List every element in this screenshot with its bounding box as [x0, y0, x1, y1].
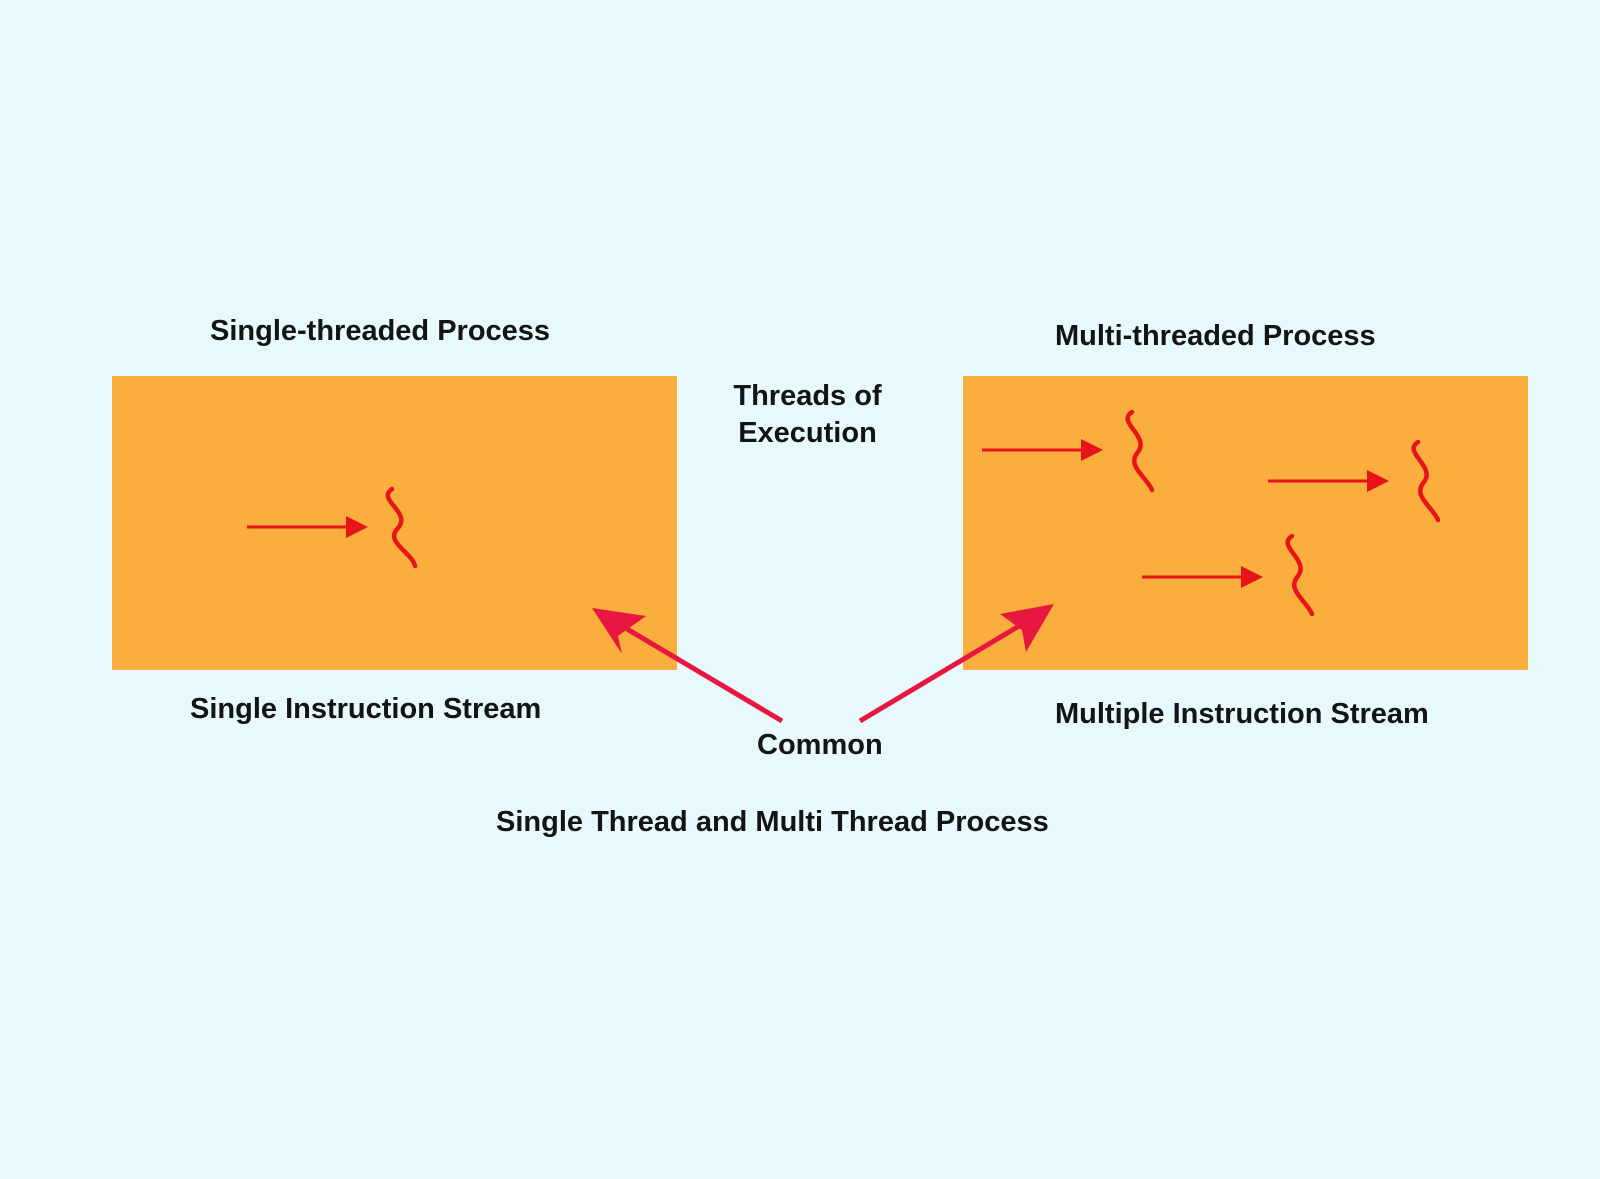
- multiple-instruction-stream-caption: Multiple Instruction Stream: [1055, 698, 1429, 730]
- threads-label-line2: Execution: [738, 417, 877, 450]
- single-process-heading: Single-threaded Process: [210, 315, 551, 347]
- threads-of-execution-label: Threads of Execution: [700, 380, 915, 451]
- multi-process-box: [963, 376, 1528, 670]
- common-label: Common: [757, 729, 883, 761]
- single-instruction-stream-caption: Single Instruction Stream: [190, 693, 542, 725]
- threads-label-line1: Threads of: [733, 380, 882, 412]
- single-process-box: [112, 376, 677, 670]
- multi-process-heading: Multi-threaded Process: [1055, 320, 1376, 352]
- diagram-title: Single Thread and Multi Thread Process: [496, 806, 1049, 838]
